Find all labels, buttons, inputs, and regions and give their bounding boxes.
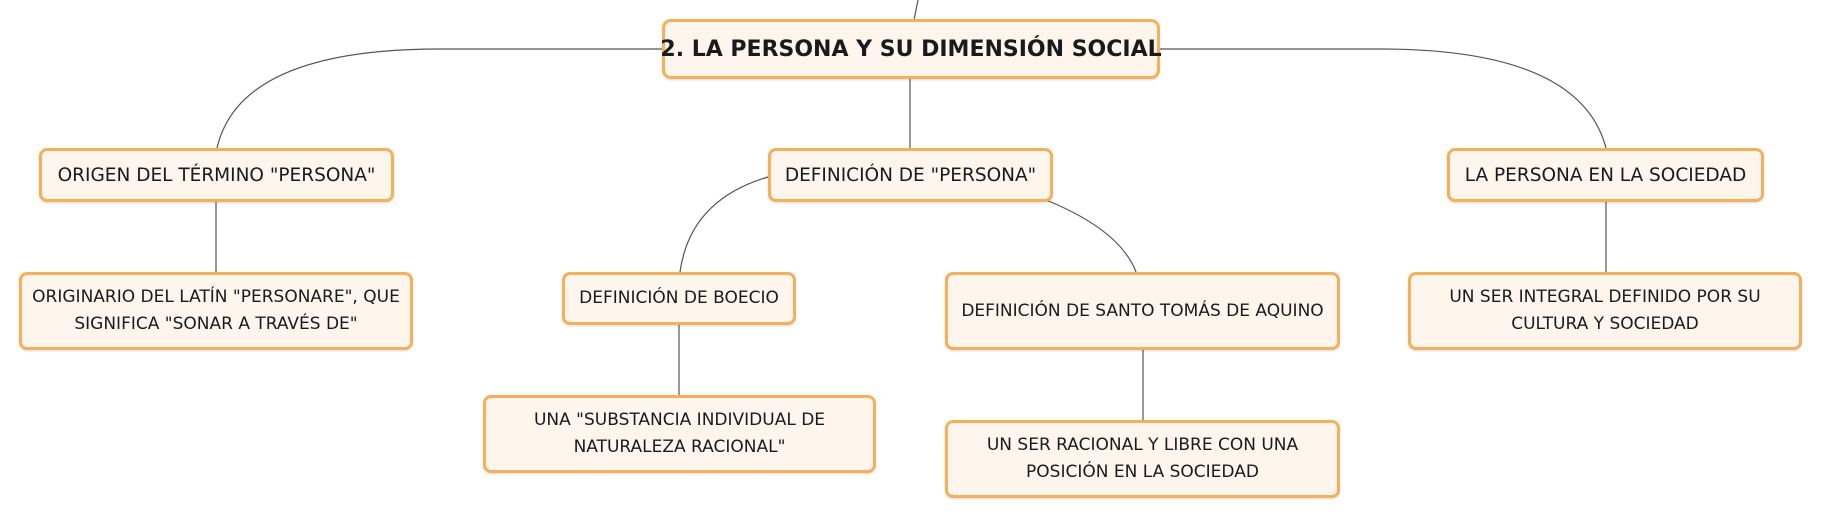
branch-definicion-persona-node[interactable]: DEFINICIÓN DE "PERSONA" [768,148,1053,202]
subtopic-substancia-individual-node[interactable]: UNA "SUBSTANCIA INDIVIDUAL DE NATURALEZA… [483,395,876,473]
subtopic-ser-racional-node[interactable]: UN SER RACIONAL Y LIBRE CON UNA POSICIÓN… [945,420,1340,498]
branch-persona-sociedad-label: LA PERSONA EN LA SOCIEDAD [1464,164,1747,186]
connector-definicion-tomas [1045,199,1137,273]
subtopic-substancia-individual-text: UNA "SUBSTANCIA INDIVIDUAL DE NATURALEZA… [534,407,825,461]
subtopic-definicion-boecio-node[interactable]: DEFINICIÓN DE BOECIO [562,272,796,325]
subtopic-definicion-tomas-label: DEFINICIÓN DE SANTO TOMÁS DE AQUINO [961,300,1324,321]
subtopic-origen-latin-line-2: SIGNIFICA "SONAR A TRAVÉS DE" [74,314,358,334]
connector-definicion-boecio [679,176,769,273]
branch-definicion-persona-label: DEFINICIÓN DE "PERSONA" [784,164,1037,186]
subtopic-persona-integral-text: UN SER INTEGRAL DEFINIDO POR SU CULTURA … [1449,284,1760,338]
root-topic-label: 2. LA PERSONA Y SU DIMENSIÓN SOCIAL [660,36,1162,62]
subtopic-definicion-tomas-node[interactable]: DEFINICIÓN DE SANTO TOMÁS DE AQUINO [945,272,1340,350]
subtopic-substancia-individual-line-2: NATURALEZA RACIONAL" [573,437,786,457]
subtopic-persona-integral-node[interactable]: UN SER INTEGRAL DEFINIDO POR SU CULTURA … [1408,272,1802,350]
subtopic-ser-racional-line-1: UN SER RACIONAL Y LIBRE CON UNA [986,435,1299,455]
subtopic-persona-integral-line-1: UN SER INTEGRAL DEFINIDO POR SU [1449,287,1761,307]
branch-origen-termino-label: ORIGEN DEL TÉRMINO "PERSONA" [57,164,376,186]
subtopic-ser-racional-line-2: POSICIÓN EN LA SOCIEDAD [1026,462,1259,482]
connector-root-sociedad [1160,48,1607,149]
subtopic-origen-latin-line-1: ORIGINARIO DEL LATÍN "PERSONARE", QUE [32,287,400,307]
root-topic-node[interactable]: 2. LA PERSONA Y SU DIMENSIÓN SOCIAL [660,19,1162,79]
branch-persona-sociedad-node[interactable]: LA PERSONA EN LA SOCIEDAD [1447,148,1764,202]
connector-root-origen [216,48,662,149]
subtopic-definicion-boecio-label: DEFINICIÓN DE BOECIO [579,288,779,308]
subtopic-ser-racional-text: UN SER RACIONAL Y LIBRE CON UNA POSICIÓN… [987,432,1298,486]
subtopic-persona-integral-line-2: CULTURA Y SOCIEDAD [1511,314,1699,334]
subtopic-substancia-individual-line-1: UNA "SUBSTANCIA INDIVIDUAL DE [533,410,826,430]
subtopic-origen-latin-node[interactable]: ORIGINARIO DEL LATÍN "PERSONARE", QUE SI… [19,272,413,350]
branch-origen-termino-node[interactable]: ORIGEN DEL TÉRMINO "PERSONA" [39,148,394,202]
connector-top-stub [913,0,919,21]
subtopic-origen-latin-text: ORIGINARIO DEL LATÍN "PERSONARE", QUE SI… [32,284,400,338]
